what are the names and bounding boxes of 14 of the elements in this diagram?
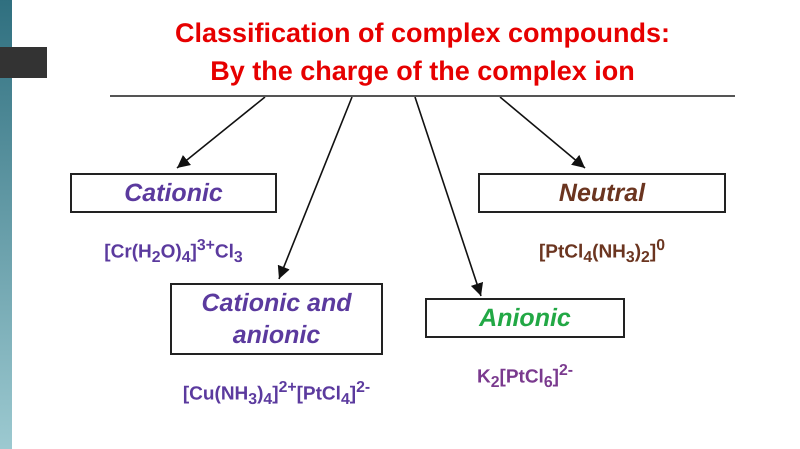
heading-text: Classification of complex compounds: (174, 18, 672, 49)
formula-text: [Cr(H$_{2}$O)$_{4}$]$^{3+}$Cl$_{3}$ (103, 237, 244, 268)
arrow (414, 96, 484, 296)
category-label: Cationic (124, 178, 223, 209)
formula-text: [Cu(NH$_{3}$)$_{4}$]$^{2+}$[PtCl$_{4}$]$^{2-}$ (182, 379, 372, 410)
formula-text: [PtCl$_{4}$(NH$_{3}$)$_{2}$]$^{0}$ (538, 237, 666, 268)
formula-text: K$_{2}$[PtCl$_{6}$]$^{2-}$ (476, 362, 574, 392)
category-label: Anionic (479, 303, 571, 334)
arrow (278, 96, 353, 280)
arrow (499, 96, 586, 169)
category-label: Neutral (558, 178, 646, 209)
arrow (176, 96, 266, 169)
heading-text: By the charge of the complex ion (209, 56, 636, 87)
category-label: Cationic and anionic (200, 288, 353, 351)
